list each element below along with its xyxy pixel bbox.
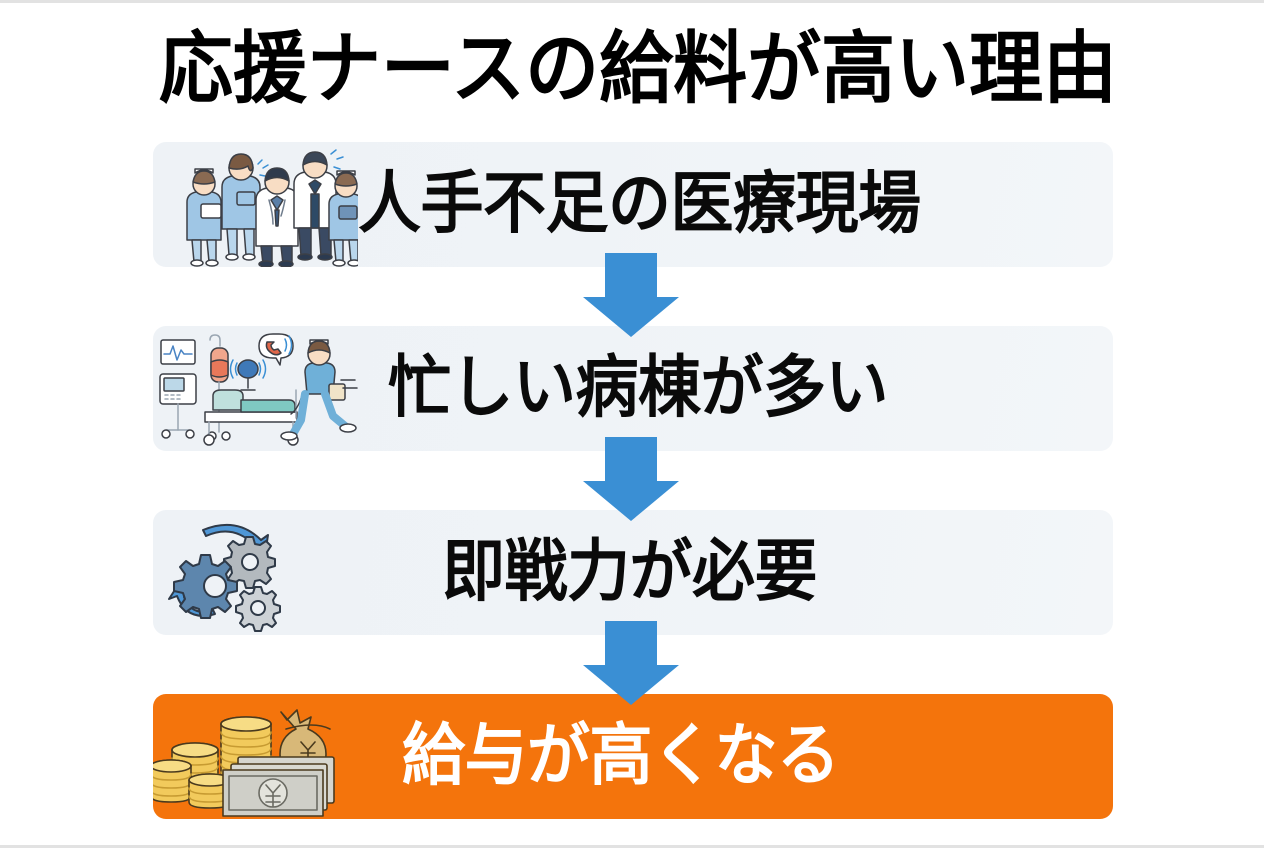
arrow-down-icon-2 [583, 437, 679, 521]
flow-step-3-label: 即戦力が必要 [442, 534, 818, 610]
money-coins-bag-icon [153, 694, 358, 819]
page-title: 応援ナースの給料が高い理由 [158, 24, 1118, 113]
medical-team-icon [153, 142, 358, 267]
flow-step-3: 即戦力が必要 [153, 510, 1113, 635]
flow-step-1: 人手不足の医療現場 [153, 142, 1113, 267]
rotating-gears-icon [153, 510, 358, 635]
arrow-down-icon-3 [583, 621, 679, 705]
arrow-down-icon-1 [583, 253, 679, 337]
flow-step-1-label: 人手不足の医療現場 [358, 166, 921, 242]
flow-step-4-label: 給与が高くなる [402, 718, 840, 794]
busy-hospital-ward-icon [153, 326, 358, 451]
flow-step-2: 忙しい病棟が多い [153, 326, 1113, 451]
flow-step-4: 給与が高くなる [153, 694, 1113, 819]
flow-step-2-label: 忙しい病棟が多い [388, 350, 889, 426]
